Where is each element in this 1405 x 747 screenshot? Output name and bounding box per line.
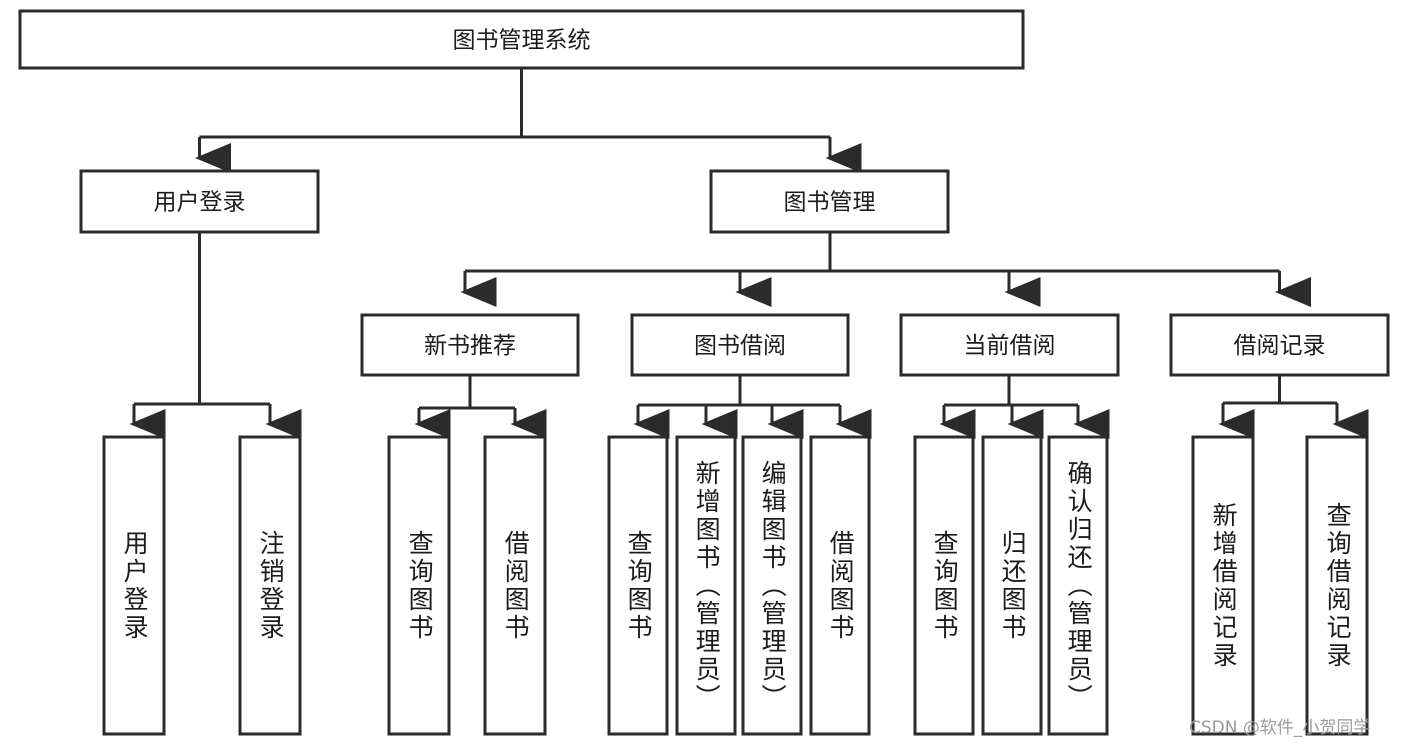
- node-book-borrow-rect: [630, 313, 850, 377]
- edge-group-borrow-record-to-leaves: [1218, 375, 1369, 439]
- node-root-system-label: 图书管理系统: [453, 28, 591, 54]
- node-book-borrow[interactable]: 图书借阅: [630, 313, 850, 377]
- watermark-text: CSDN @软件_小贺同学: [1189, 718, 1371, 738]
- leaf-logout-rect[interactable]: [238, 435, 302, 736]
- node-borrow-record-label: 借阅记录: [1234, 333, 1326, 359]
- node-user-login-label: 用户登录: [154, 190, 246, 216]
- node-current-borrow-rect: [899, 313, 1120, 377]
- leaf-confirm-return-rect[interactable]: [1047, 435, 1109, 736]
- leaf-return-book-rect[interactable]: [981, 435, 1043, 736]
- leaf-edit-book-rect[interactable]: [741, 435, 803, 736]
- leaf-query-book-1-rect[interactable]: [387, 435, 451, 736]
- edge-group-book-borrow-to-leaves: [633, 375, 872, 439]
- leaf-query-record-rect[interactable]: [1305, 435, 1369, 736]
- edge-group-current-borrow-to-leaves: [939, 375, 1110, 439]
- node-new-book-recommend[interactable]: 新书推荐: [360, 313, 580, 377]
- node-current-borrow-label: 当前借阅: [964, 333, 1056, 359]
- node-user-login[interactable]: 用户登录: [79, 169, 320, 234]
- edge-group-user-login-to-leaves: [129, 232, 302, 439]
- node-borrow-record-rect: [1169, 313, 1390, 377]
- edge-group-root-to-level2: [195, 68, 862, 173]
- leaf-borrow-book-2-rect[interactable]: [809, 435, 871, 736]
- leaf-query-book-3-rect[interactable]: [913, 435, 975, 736]
- node-user-login-rect: [79, 169, 320, 234]
- leaf-add-book-rect[interactable]: [675, 435, 737, 736]
- node-new-book-recommend-rect: [360, 313, 580, 377]
- node-root-system[interactable]: 图书管理系统: [18, 9, 1025, 70]
- node-book-management-rect: [709, 169, 950, 234]
- node-book-management[interactable]: 图书管理: [709, 169, 950, 234]
- edge-group-new-book-rec-to-leaves: [414, 375, 547, 439]
- leaf-query-book-2-rect[interactable]: [607, 435, 669, 736]
- node-new-book-recommend-label: 新书推荐: [424, 333, 516, 359]
- edge-group-book-mgmt-to-level3: [460, 232, 1311, 307]
- leaf-boxes: [102, 435, 1369, 736]
- node-borrow-record[interactable]: 借阅记录: [1169, 313, 1390, 377]
- leaf-user-login-rect[interactable]: [102, 435, 166, 736]
- node-book-management-label: 图书管理: [784, 190, 876, 216]
- node-root-system-rect: [18, 9, 1025, 70]
- node-current-borrow[interactable]: 当前借阅: [899, 313, 1120, 377]
- leaf-add-record-rect[interactable]: [1191, 435, 1255, 736]
- leaf-borrow-book-1-rect[interactable]: [483, 435, 547, 736]
- node-book-borrow-label: 图书借阅: [694, 333, 786, 359]
